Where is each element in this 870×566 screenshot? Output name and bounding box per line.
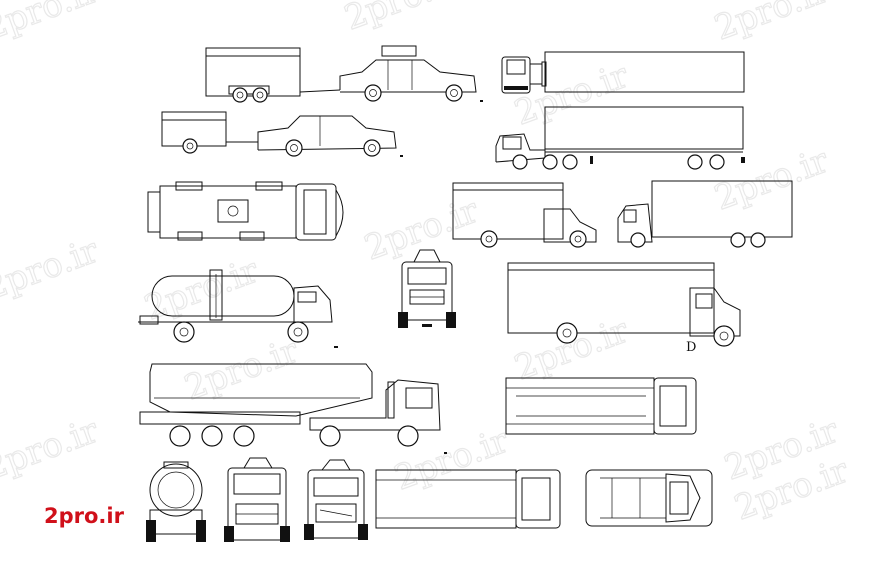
bulk-tanker-semi-truck xyxy=(139,363,447,454)
truck-front-view-b xyxy=(304,459,368,540)
truck-front-view-a xyxy=(224,457,290,542)
cargo-truck-plan-view xyxy=(375,469,561,529)
watermark-text: 2pro.ir xyxy=(509,310,634,388)
box-truck-small xyxy=(452,182,597,248)
car-towing-small-trailer xyxy=(161,111,403,157)
fuel-bowser-plan-view xyxy=(147,181,344,241)
tanker-rear-view xyxy=(146,461,206,542)
semi-truck-with-box-trailer xyxy=(495,51,745,170)
van-plan-view xyxy=(585,469,713,527)
flatbed-truck-plan-view xyxy=(505,377,697,435)
watermark-text: 2pro.ir xyxy=(339,0,464,38)
site-logo: 2pro.ir xyxy=(44,504,125,528)
truck-with-trailer xyxy=(617,180,793,248)
dimension-mark: D xyxy=(686,340,696,355)
watermark-text: 2pro.ir xyxy=(0,230,104,308)
watermark-text: 2pro.ir xyxy=(0,0,104,48)
car-towing-box-trailer xyxy=(205,45,483,103)
large-box-truck xyxy=(507,262,741,347)
watermark-text: 2pro.ir xyxy=(709,0,834,48)
watermark-text: 2pro.ir xyxy=(179,330,304,408)
watermark-text: 2pro.ir xyxy=(509,55,634,133)
watermark-text: 2pro.ir xyxy=(0,410,104,488)
watermark-layer: 2pro.ir 2pro.ir 2pro.ir 2pro.ir 2pro.ir 2pro.… xyxy=(0,0,855,529)
tanker-truck-front-view xyxy=(398,249,456,328)
semi-truck-front-view xyxy=(501,56,547,94)
tanker-truck-side-view xyxy=(138,269,338,348)
watermark-text: 2pro.ir xyxy=(359,190,484,268)
